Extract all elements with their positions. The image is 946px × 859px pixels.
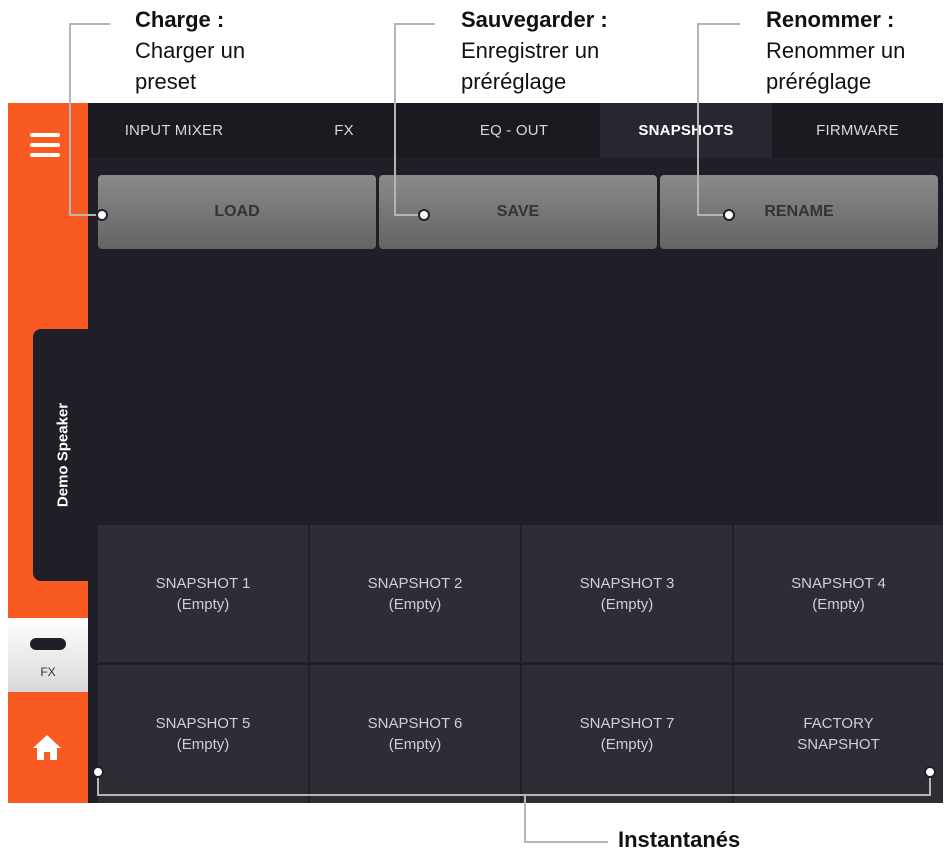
callout-load-title: Charge : xyxy=(135,7,225,32)
snapshot-7[interactable]: SNAPSHOT 7 (Empty) xyxy=(522,665,732,803)
home-icon[interactable] xyxy=(31,733,63,761)
snapshot-name: SNAPSHOT 3 xyxy=(579,574,675,592)
snapshot-6[interactable]: SNAPSHOT 6 (Empty) xyxy=(310,665,520,803)
snapshot-name: SNAPSHOT 2 xyxy=(367,574,463,592)
callout-rename-line2: préréglage xyxy=(766,69,872,94)
fx-button[interactable]: FX xyxy=(8,618,88,692)
snapshot-4[interactable]: SNAPSHOT 4 (Empty) xyxy=(734,525,943,662)
tab-firmware[interactable]: FIRMWARE xyxy=(816,122,899,139)
snapshot-name: SNAPSHOT 5 xyxy=(155,715,251,732)
tab-fx[interactable]: FX xyxy=(334,122,354,139)
callout-save-title: Sauvegarder : xyxy=(461,7,608,32)
callout-load: Charge : Charger un preset xyxy=(135,4,245,97)
fx-bar-icon xyxy=(30,638,66,650)
snapshot-3[interactable]: SNAPSHOT 3 (Empty) xyxy=(522,525,732,662)
snapshot-grid: SNAPSHOT 1 (Empty) SNAPSHOT 2 (Empty) SN… xyxy=(98,525,943,803)
callout-rename-line1: Renommer un xyxy=(766,38,906,63)
callout-rename: Renommer : Renommer un préréglage xyxy=(766,4,905,97)
snapshot-name: FACTORY xyxy=(803,715,874,732)
callout-load-line2: preset xyxy=(135,69,197,94)
snapshot-2[interactable]: SNAPSHOT 2 (Empty) xyxy=(310,525,520,662)
callout-snapshots: Instantanés xyxy=(618,827,741,852)
tab-snapshots[interactable]: SNAPSHOTS xyxy=(600,103,772,158)
save-button[interactable]: SAVE xyxy=(379,175,657,249)
snapshot-status: SNAPSHOT xyxy=(797,736,880,753)
app-window: Demo Speaker FX INPUT MIXER FX EQ - OUT … xyxy=(8,103,943,803)
snapshot-status: (Empty) xyxy=(176,595,230,613)
snapshot-name: SNAPSHOT 1 xyxy=(155,574,251,592)
snapshot-status: (Empty) xyxy=(812,595,865,613)
snapshot-name: SNAPSHOT 7 xyxy=(579,715,675,732)
snapshot-status: (Empty) xyxy=(388,736,442,753)
sidebar: Demo Speaker FX xyxy=(8,103,93,803)
snapshot-status: (Empty) xyxy=(600,736,654,753)
callout-save: Sauvegarder : Enregistrer un préréglage xyxy=(461,4,608,97)
factory-snapshot[interactable]: FACTORY SNAPSHOT xyxy=(734,665,943,803)
load-button[interactable]: LOAD xyxy=(98,175,376,249)
tab-eq-out[interactable]: EQ - OUT xyxy=(479,122,549,139)
hamburger-icon[interactable] xyxy=(30,133,60,161)
snapshot-name: SNAPSHOT 6 xyxy=(367,715,463,732)
callout-save-line2: préréglage xyxy=(461,69,567,94)
rename-button[interactable]: RENAME xyxy=(660,175,938,249)
snapshot-name: SNAPSHOT 4 xyxy=(791,574,886,592)
snapshot-5[interactable]: SNAPSHOT 5 (Empty) xyxy=(98,665,308,803)
snapshot-status: (Empty) xyxy=(176,736,230,753)
callout-load-line1: Charger un xyxy=(135,38,246,63)
tab-input-mixer[interactable]: INPUT MIXER xyxy=(124,122,224,139)
snapshot-1[interactable]: SNAPSHOT 1 (Empty) xyxy=(98,525,308,662)
device-name: Demo Speaker xyxy=(54,402,72,508)
snapshot-status: (Empty) xyxy=(388,595,442,613)
callout-rename-title: Renommer : xyxy=(766,7,895,32)
snapshot-status: (Empty) xyxy=(600,595,654,613)
device-tab[interactable]: Demo Speaker xyxy=(33,329,93,581)
callout-save-line1: Enregistrer un xyxy=(461,38,600,63)
tab-bar: INPUT MIXER FX EQ - OUT SNAPSHOTS FIRMWA… xyxy=(88,103,943,158)
fx-button-label: FX xyxy=(40,665,56,679)
